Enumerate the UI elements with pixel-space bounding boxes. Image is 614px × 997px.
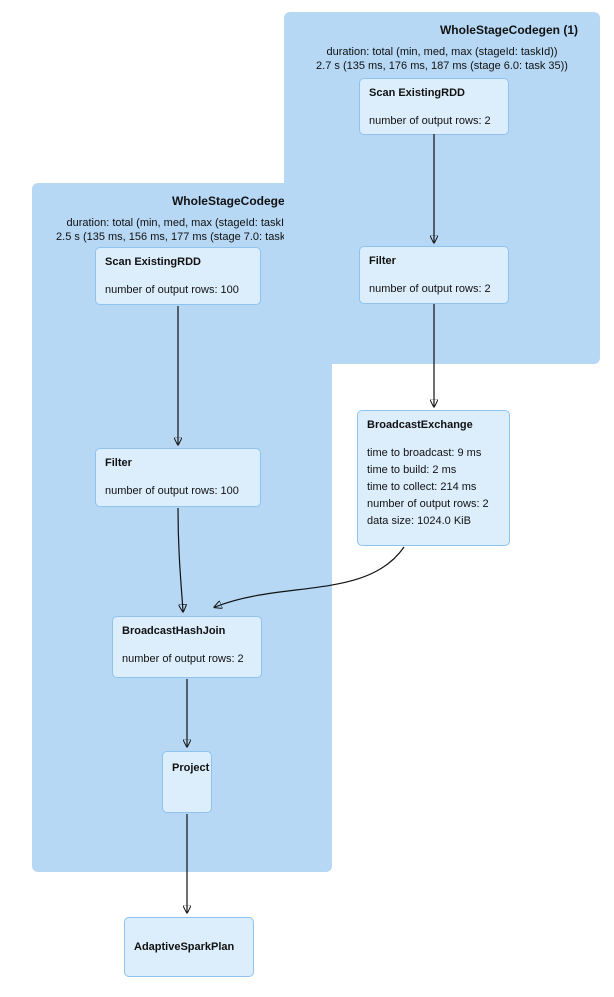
- node-title: Filter: [369, 255, 396, 267]
- duration-line-1: duration: total (min, med, max (stageId:…: [326, 46, 558, 58]
- node-filter-2[interactable]: Filter number of output rows: 100: [95, 448, 261, 507]
- node-metric: number of output rows: 2: [367, 498, 489, 510]
- cluster-wholestagecodegen-1: WholeStageCodegen (1) duration: total (m…: [284, 12, 600, 364]
- node-title: Scan ExistingRDD: [369, 87, 465, 99]
- node-metric: time to build: 2 ms: [367, 464, 457, 476]
- node-title: BroadcastHashJoin: [122, 625, 226, 637]
- node-title: AdaptiveSparkPlan: [134, 940, 235, 953]
- duration-line-1: duration: total (min, med, max (stageId:…: [66, 217, 298, 229]
- node-metric: time to collect: 214 ms: [367, 481, 477, 493]
- node-broadcast-hash-join[interactable]: BroadcastHashJoin number of output rows:…: [112, 616, 262, 678]
- node-title: BroadcastExchange: [367, 419, 473, 431]
- node-title: Project: [172, 762, 210, 774]
- node-metric: data size: 1024.0 KiB: [367, 515, 471, 527]
- cluster-duration: duration: total (min, med, max (stageId:…: [284, 45, 600, 73]
- node-scan-existingrdd-2[interactable]: Scan ExistingRDD number of output rows: …: [95, 247, 261, 305]
- node-metric: number of output rows: 100: [105, 485, 239, 497]
- node-title: Filter: [105, 457, 132, 469]
- cluster-title: WholeStageCodegen (1): [439, 23, 578, 37]
- node-metric: number of output rows: 100: [105, 284, 239, 296]
- duration-line-2: 2.5 s (135 ms, 156 ms, 177 ms (stage 7.0…: [56, 231, 308, 243]
- node-adaptive-spark-plan[interactable]: AdaptiveSparkPlan: [124, 917, 254, 977]
- node-metric: time to broadcast: 9 ms: [367, 447, 482, 459]
- node-project[interactable]: Project: [162, 751, 212, 813]
- cluster-duration: duration: total (min, med, max (stageId:…: [32, 216, 332, 244]
- node-scan-existingrdd-1[interactable]: Scan ExistingRDD number of output rows: …: [359, 78, 509, 135]
- node-metric: number of output rows: 2: [122, 653, 244, 665]
- node-title: Scan ExistingRDD: [105, 256, 201, 268]
- node-broadcast-exchange[interactable]: BroadcastExchange time to broadcast: 9 m…: [357, 410, 510, 546]
- node-filter-1[interactable]: Filter number of output rows: 2: [359, 246, 509, 304]
- duration-line-2: 2.7 s (135 ms, 176 ms, 187 ms (stage 6.0…: [316, 60, 568, 72]
- cluster-title: WholeStageCodegen (2): [171, 194, 310, 208]
- node-metric: number of output rows: 2: [369, 283, 491, 295]
- node-metric: number of output rows: 2: [369, 115, 491, 127]
